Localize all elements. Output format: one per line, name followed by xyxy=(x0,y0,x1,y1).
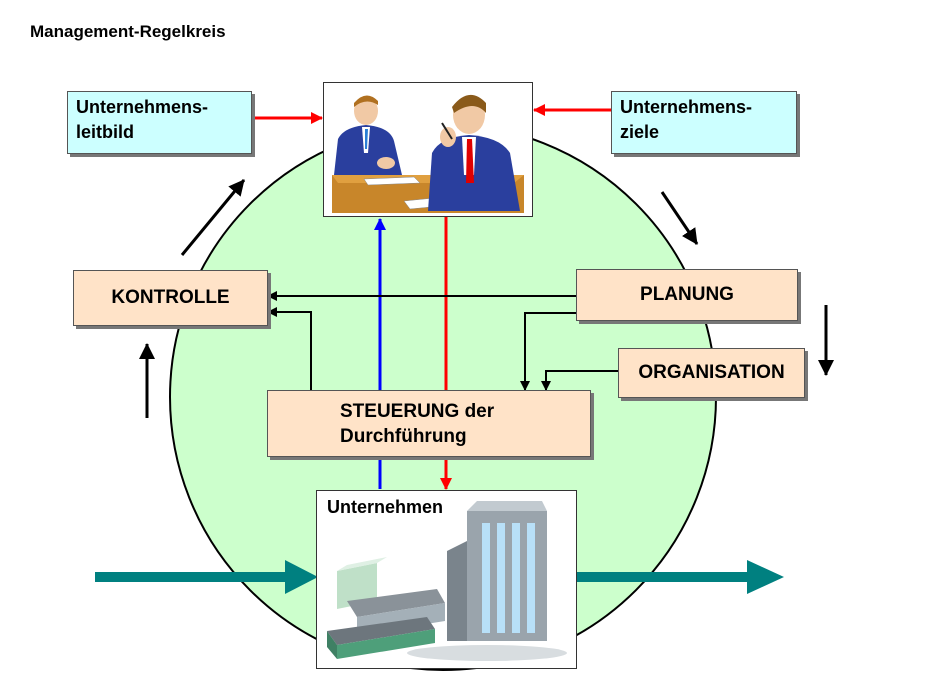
arrow-organisation-to-steuerung xyxy=(541,370,618,391)
unternehmen-picture: Unternehmen xyxy=(316,490,577,669)
node-kontrolle: KONTROLLE xyxy=(73,270,268,326)
cycle-arrow-top-right xyxy=(660,191,699,245)
steuerung-line2: Durchführung xyxy=(340,426,467,447)
leitbild-line1: Unternehmens- xyxy=(76,97,209,117)
ziele-line1: Unternehmens- xyxy=(620,97,753,117)
leitbild-line2: leitbild xyxy=(76,122,134,142)
node-planung: PLANUNG xyxy=(576,269,798,321)
organisation-label: ORGANISATION xyxy=(638,362,785,383)
steuerung-line1: STEUERUNG der xyxy=(340,401,495,422)
cycle-arrow-top-left xyxy=(180,179,246,256)
flow-arrow-in-head xyxy=(285,560,318,594)
management-meeting-picture xyxy=(323,82,533,217)
flow-arrow-out-head xyxy=(747,560,784,594)
node-steuerung: STEUERUNG der Durchführung xyxy=(267,390,591,457)
node-unternehmensziele: Unternehmens- ziele xyxy=(611,91,797,154)
page-title: Management-Regelkreis xyxy=(30,22,226,41)
node-organisation: ORGANISATION xyxy=(618,348,805,398)
meeting-clipart-icon xyxy=(332,94,524,213)
company-buildings-icon xyxy=(327,501,567,661)
planung-label: PLANUNG xyxy=(640,284,734,305)
arrow-steuerung-to-kontrolle xyxy=(267,307,312,392)
node-unternehmensleitbild: Unternehmens- leitbild xyxy=(67,91,252,154)
ziele-line2: ziele xyxy=(620,122,660,142)
unternehmen-label: Unternehmen xyxy=(327,497,444,517)
arrow-planung-to-steuerung xyxy=(520,312,576,391)
kontrolle-label: KONTROLLE xyxy=(111,287,230,308)
